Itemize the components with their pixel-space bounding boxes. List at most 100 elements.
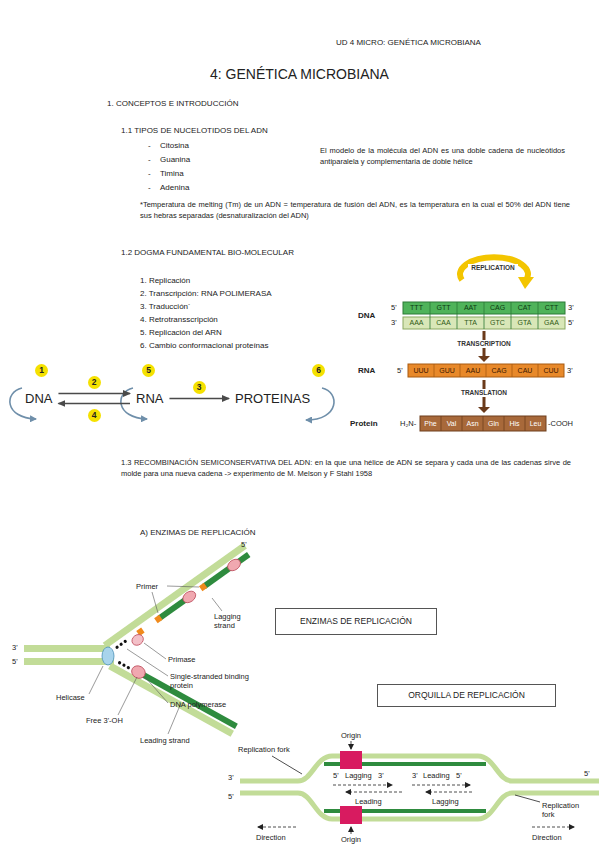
list-item: 6. Cambio conformacional proteínas [140, 341, 269, 351]
dna-strands [403, 302, 565, 329]
node-text: ORQUILLA DE REPLICACIÓN [378, 685, 555, 706]
replication-fork-illustration [225, 557, 242, 573]
replication-fork-illustration [24, 543, 256, 737]
strand-end: 5' [12, 657, 18, 666]
amino-acid-cell: Val [441, 419, 462, 428]
callout-number: 3 [193, 381, 206, 394]
strand-end: 3' [12, 643, 18, 652]
codon-cell: AAA [403, 318, 430, 327]
strand-end: 5' [456, 771, 462, 780]
replication-bubble [258, 827, 296, 828]
replication-bubble [346, 792, 402, 793]
self-loop-arrows [10, 388, 334, 420]
amino-acid-cell: His [504, 419, 525, 428]
molecule-node: PROTEINAS [232, 389, 313, 408]
flow-arrows [478, 356, 490, 362]
part-label: Primase [168, 655, 196, 664]
replication-fork-illustration [212, 598, 222, 611]
replication-bubble [240, 741, 599, 834]
replication-fork-illustration [129, 663, 147, 680]
list-item: Timina [160, 169, 184, 179]
part-label: Leading strand [140, 736, 190, 745]
amino-acid-cell: Leu [525, 419, 546, 428]
replication-bubble [340, 806, 362, 824]
paragraph: 1.3 RECOMBINACIÓN SEMICONSERVATIVA DEL A… [121, 458, 571, 479]
replication-fork-illustration [102, 647, 114, 665]
strand-end: 5' [333, 771, 339, 780]
process-label: TRANSLATION [449, 389, 519, 397]
replication-fork-illustration [145, 677, 168, 703]
replication-fork-illustration [130, 632, 146, 647]
process-label: TRANSCRIPTION [444, 340, 524, 348]
replication-fork-illustration [117, 661, 121, 665]
page-title: 4: GENÉTICA MICROBIANA [0, 66, 599, 82]
part-label: Origin [336, 731, 366, 740]
replication-bubble [333, 785, 392, 786]
replication-fork-illustration [123, 639, 127, 643]
callout-number: 4 [88, 409, 101, 422]
self-loop-arrows [306, 388, 334, 420]
strand-end: 3' [228, 773, 234, 782]
section-box: ORQUILLA DE REPLICACIÓN [377, 684, 556, 707]
row-label: RNA [358, 366, 375, 375]
replication-fork-illustration [126, 665, 130, 669]
node-text: ENZIMAS DE REPLICACIÓN [276, 609, 436, 634]
replication-cycle-arrow [518, 277, 534, 289]
codon-cell: GTT [430, 303, 457, 312]
replication-bubble [272, 756, 302, 774]
node-text: RNA [136, 391, 163, 406]
replication-fork-illustration [154, 615, 162, 623]
replication-fork-illustration [127, 649, 168, 676]
connector-arrow [58, 393, 130, 394]
protein-chain [441, 416, 525, 431]
part-label: Free 3'-OH [86, 716, 123, 725]
process-label: REPLICATION [468, 264, 518, 272]
replication-fork-illustration [89, 586, 222, 734]
codon-cell: CAA [430, 318, 457, 327]
list-item: Citosina [160, 141, 189, 151]
replication-fork-illustration [108, 653, 239, 737]
codon-cell: GTC [484, 318, 511, 327]
list-item: 4. Retrotransscripción [140, 315, 218, 325]
direction-label: Direction [256, 833, 286, 842]
note: *Temperatura de melting (Tm) de un ADN =… [140, 200, 570, 221]
terminus: H₂N- [400, 419, 416, 428]
replication-bubble [412, 785, 470, 786]
strand-end: 3' [412, 771, 418, 780]
part-label: Origin [336, 835, 366, 844]
replication-fork-illustration [115, 645, 119, 649]
codon-cell: CAU [512, 366, 538, 375]
part-label: Single-stranded binding protein [170, 672, 255, 690]
replication-fork-illustration [181, 589, 198, 605]
strand-end: 5' [397, 366, 403, 375]
strand-end: 5' [584, 769, 590, 778]
connector-arrow [58, 403, 130, 404]
strand-end: 3' [391, 318, 397, 327]
flow-arrows [478, 407, 490, 413]
codon-cell: CAG [486, 366, 512, 375]
page-header: UD 4 MICRO: GENÉTICA MICROBIANA [336, 38, 481, 48]
subsection-heading: 1.2 DOGMA FUNDAMENTAL BIO-MOLECULAR [121, 248, 294, 258]
molecule-node: DNA [22, 389, 55, 408]
codon-cell: GAA [538, 318, 565, 327]
strand-end: 5' [241, 540, 247, 549]
list-item: Guanina [160, 155, 190, 165]
paragraph: El modelo de la molécula del ADN es una … [320, 146, 565, 167]
node-text: PROTEINAS [235, 391, 310, 406]
list-item: 1. Replicación [140, 276, 190, 286]
codon-cell: TTA [457, 318, 484, 327]
replication-bubble [324, 764, 486, 811]
replication-bubble [532, 827, 574, 828]
subsection-heading: A) ENZIMAS DE REPLICACIÓN [140, 528, 256, 538]
codon-cell: CAG [484, 303, 511, 312]
part-label: Replication fork [542, 801, 587, 819]
codon-cell: AAT [457, 303, 484, 312]
replication-bubble [351, 827, 352, 834]
list-item: Adenina [160, 183, 189, 193]
replication-bubble [240, 793, 599, 819]
part-label: Primer [136, 582, 158, 591]
molecule-node: RNA [133, 389, 166, 408]
strand-end: 3' [378, 771, 384, 780]
strand-label: Lagging [345, 771, 372, 780]
